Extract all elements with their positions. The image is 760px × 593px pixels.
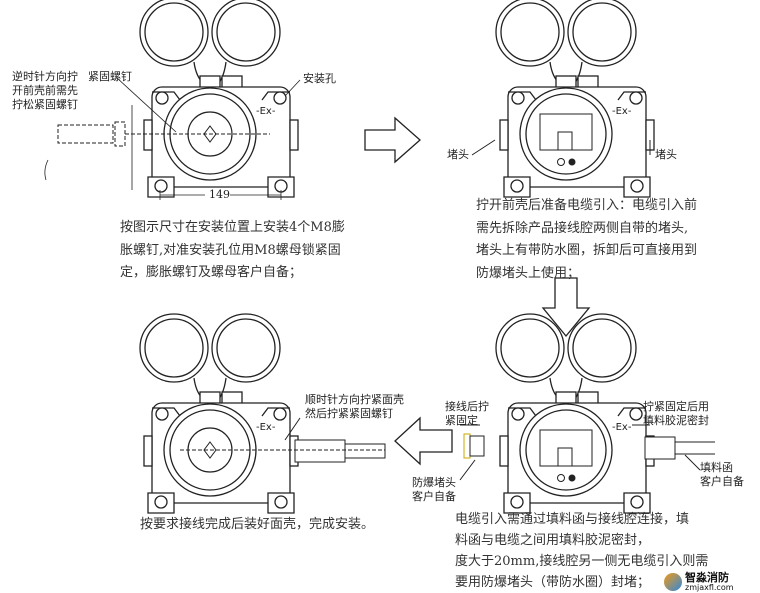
panel1-device — [139, 0, 299, 198]
caption-line: 需先拆除产品接线腔两侧自带的堵头, — [476, 220, 689, 236]
mounting-hole-label: 安装孔 — [303, 72, 336, 85]
seal-line: 填料胶泥密封 — [643, 414, 709, 427]
gland-label: 填料函 客户自备 — [700, 461, 744, 489]
watermark-logo-icon — [664, 573, 682, 591]
tighten-label: 接线后拧 紧固定 — [445, 400, 489, 428]
ccw-line: 逆时针方向拧 — [12, 70, 78, 83]
caption-line: 按图示尺寸在安装位置上安装4个M8膨 — [120, 220, 345, 235]
arrow-left-icon — [394, 416, 453, 466]
caption-line: 电缆引入需通过填料函与接线腔连接，填 — [455, 512, 690, 527]
screw-label: 紧固螺钉 — [88, 70, 132, 83]
caption-line: 拧开前壳后准备电缆引入：电缆引入前 — [476, 198, 698, 213]
caption-line: 防爆堵头上使用； — [476, 265, 581, 281]
panel1-dashed-plug — [57, 121, 270, 147]
seal-line: 拧紧固定后用 — [643, 400, 709, 413]
caption-line: 胀螺钉,对准安装孔位用M8螺母锁紧固 — [120, 242, 341, 258]
tighten-line: 紧固定 — [445, 414, 478, 427]
dimension-label: 149 — [209, 188, 230, 202]
panel4-gland — [459, 424, 715, 481]
arrow-right-icon — [364, 116, 421, 164]
caption-line: 度大于20mm,接线腔另一侧无电缆引入则需 — [455, 554, 709, 569]
seal-label: 拧紧固定后用 填料胶泥密封 — [643, 400, 709, 428]
cw-line: 顺时针方向拧紧面壳 — [305, 393, 404, 406]
ccw-instruction: 逆时针方向拧 开前壳前需先 拧松紧固螺钉 — [12, 70, 78, 112]
caption-line: 料函与电缆之间用填料胶泥密封， — [455, 533, 651, 548]
watermark-site: zmjaxfl.com — [685, 583, 734, 592]
caption-line: 要用防爆堵头（带防水圈）封堵； — [455, 575, 651, 590]
plug-line: 客户自备 — [412, 490, 456, 503]
explosion-plug-label: 防爆堵头 客户自备 — [412, 476, 456, 504]
gland-line: 填料函 — [700, 461, 733, 474]
ccw-line: 开前壳前需先 — [12, 84, 78, 97]
caption-step3: 按要求接线完成后装好面壳，完成安装。 — [140, 517, 375, 532]
tighten-line: 接线后拧 — [445, 400, 489, 413]
watermark-name: 智淼消防 — [685, 571, 729, 584]
caption-line: 定，膨胀螺钉及螺母客户自备； — [120, 265, 303, 280]
ccw-line: 拧松紧固螺钉 — [12, 98, 78, 111]
panel3-device — [139, 313, 299, 514]
panel3-gland — [180, 417, 386, 463]
caption-step1: 按图示尺寸在安装位置上安装4个M8膨 胀螺钉,对准安装孔位用M8螺母锁紧固 定，… — [120, 217, 345, 285]
cw-instruction: 顺时针方向拧紧面壳 然后拧紧紧固螺钉 — [305, 393, 404, 421]
watermark: 智淼消防 zmjaxfl.com — [664, 572, 734, 592]
plug-label-right: 堵头 — [655, 148, 677, 161]
panel1-dimension-lines — [44, 77, 301, 200]
panel4-plug — [463, 433, 485, 459]
gland-line: 客户自备 — [700, 475, 744, 488]
plug-line: 防爆堵头 — [412, 476, 456, 489]
caption-step2: 拧开前壳后准备电缆引入：电缆引入前 需先拆除产品接线腔两侧自带的堵头, 堵头上有… — [476, 195, 697, 285]
cw-line: 然后拧紧紧固螺钉 — [305, 407, 393, 420]
arrow-down-icon — [541, 277, 591, 338]
caption-step4: 电缆引入需通过填料函与接线腔连接，填 料函与电缆之间用填料胶泥密封， 度大于20… — [455, 509, 708, 593]
caption-line: 堵头上有带防水圈，拆卸后可直接用到 — [476, 243, 698, 258]
panel4-device — [495, 313, 655, 514]
plug-label-left: 堵头 — [447, 148, 469, 161]
panel2-device — [495, 0, 655, 198]
